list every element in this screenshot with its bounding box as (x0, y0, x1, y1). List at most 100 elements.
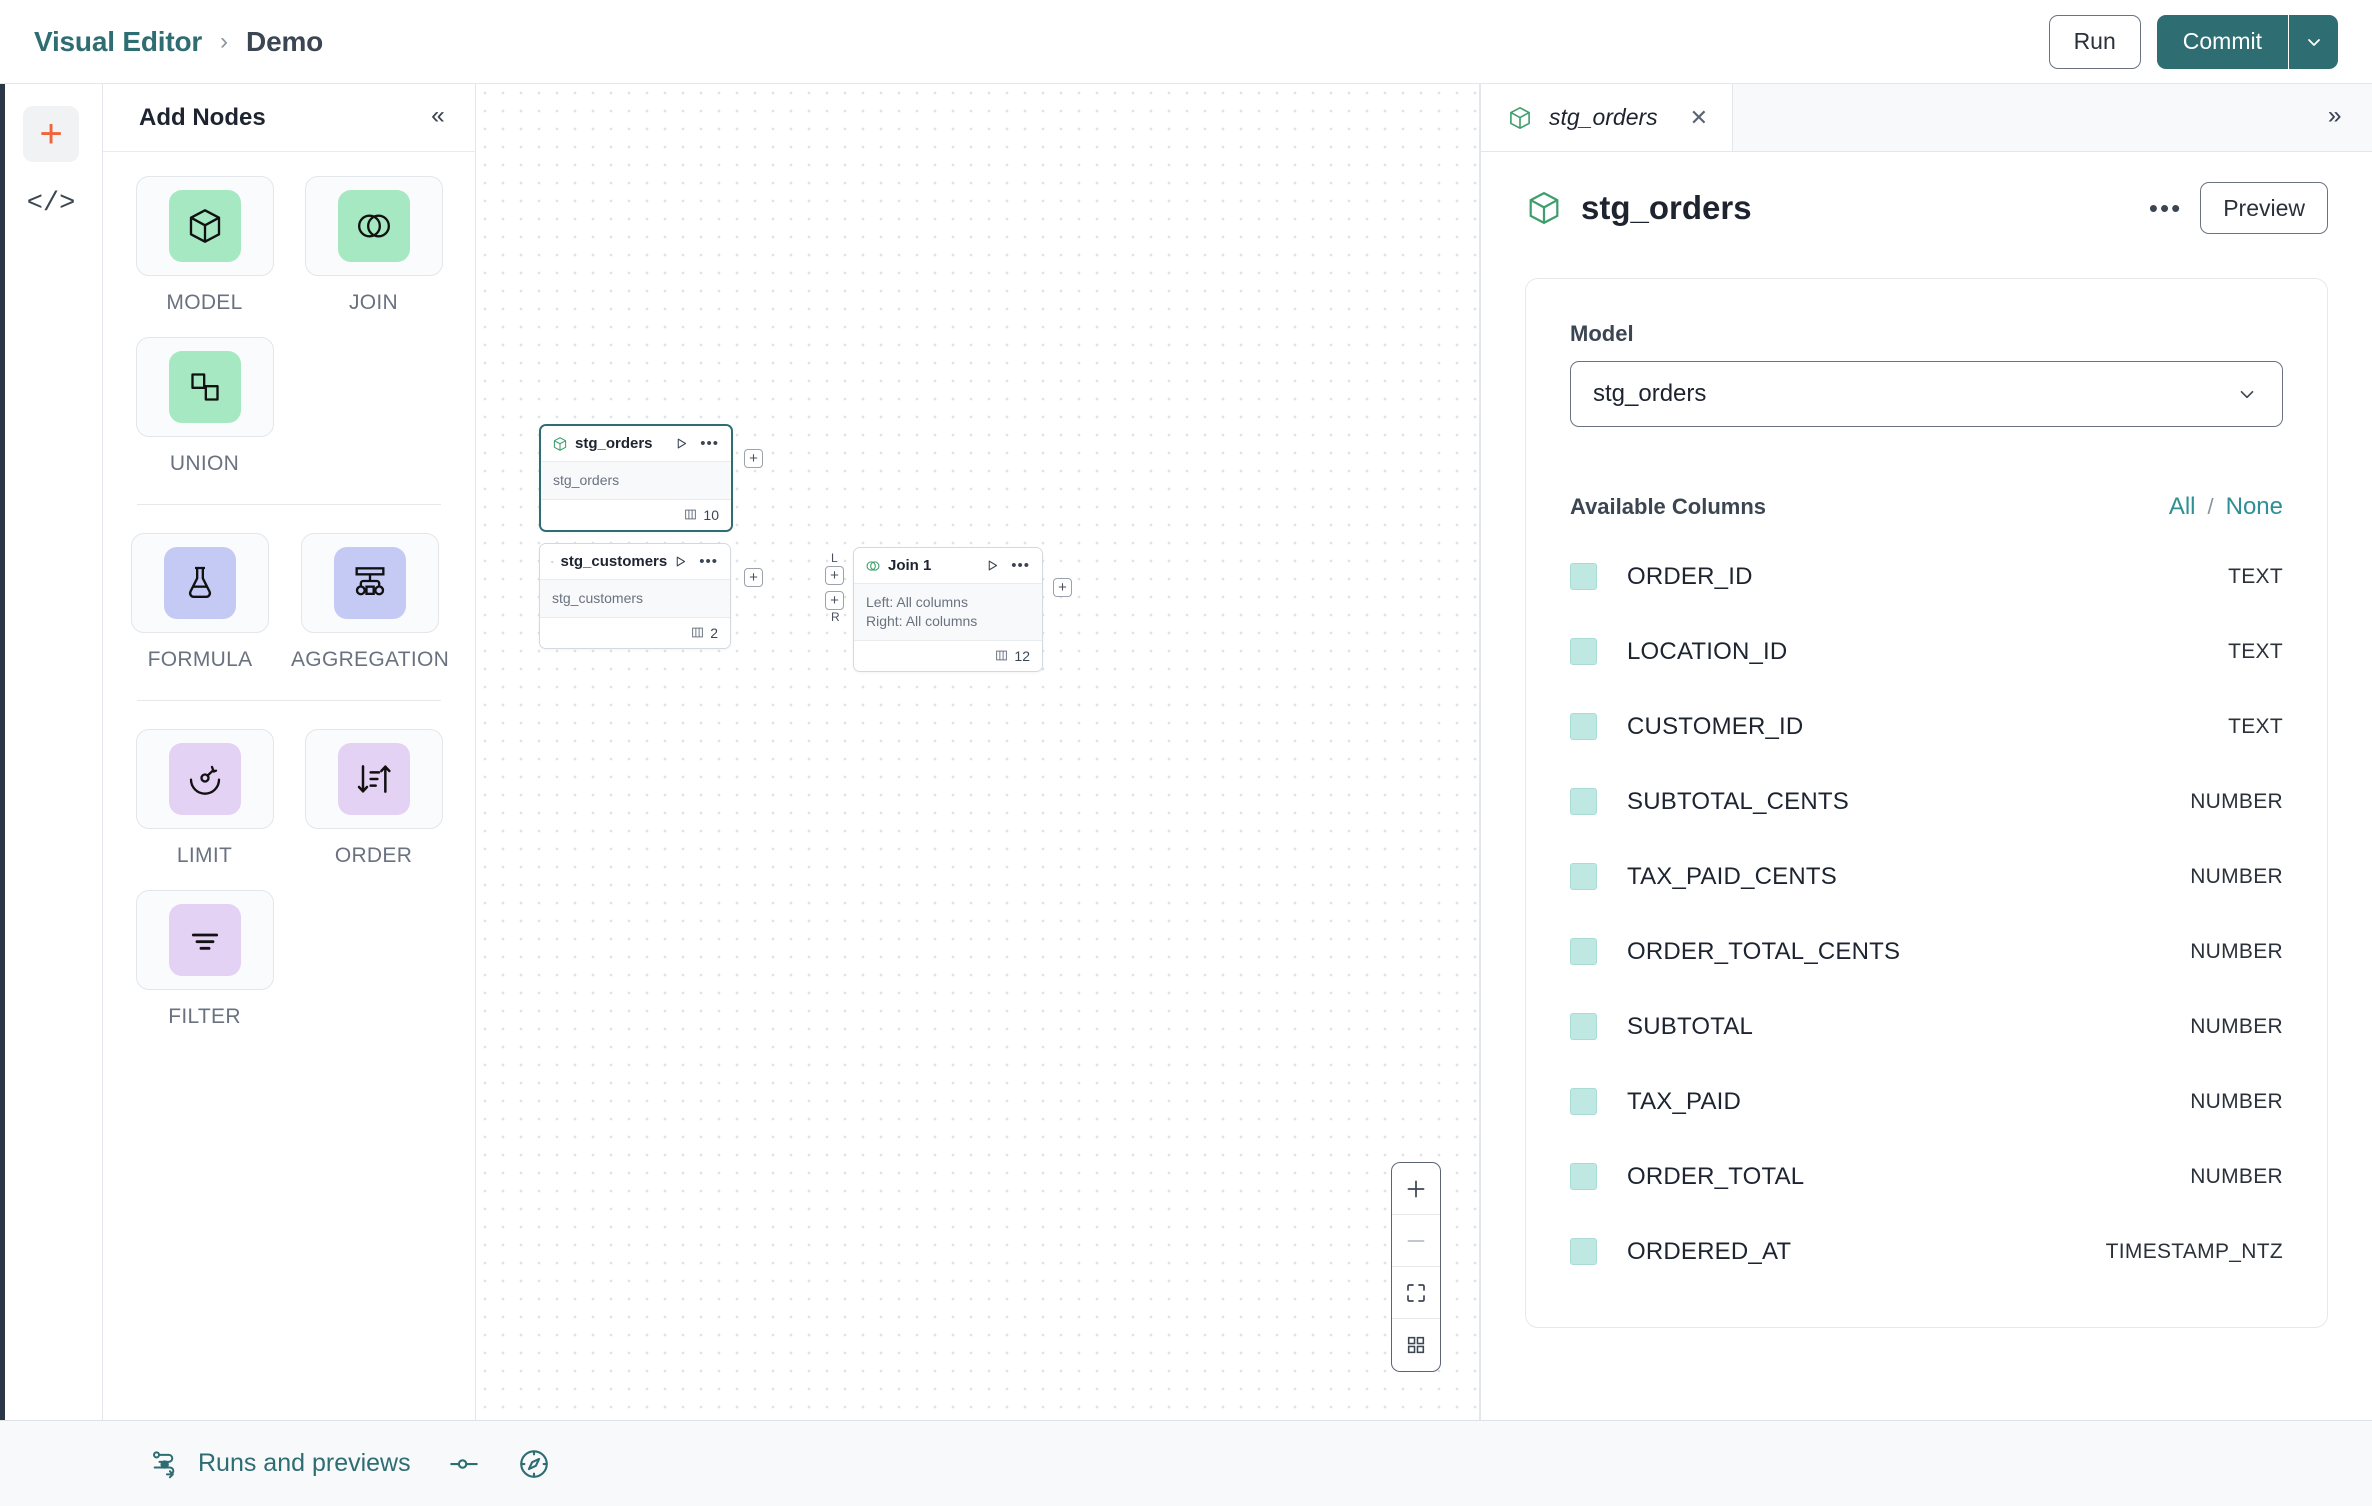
column-type: NUMBER (2190, 1164, 2283, 1188)
breadcrumb-root-link[interactable]: Visual Editor (34, 25, 203, 57)
zoom-in-button[interactable] (1392, 1163, 1440, 1215)
column-checkbox[interactable] (1570, 1163, 1597, 1190)
column-checkbox[interactable] (1570, 788, 1597, 815)
model-select[interactable]: stg_orders (1570, 361, 2283, 427)
column-name: ORDER_ID (1627, 562, 1753, 590)
node-card-formula[interactable]: FORMULA (131, 533, 269, 672)
preview-button[interactable]: Preview (2200, 182, 2328, 234)
column-checkbox[interactable] (1570, 563, 1597, 590)
node-label-filter: FILTER (168, 1005, 241, 1028)
runs-and-previews-button[interactable]: Runs and previews (148, 1448, 411, 1480)
node-card-limit[interactable]: LIMIT (135, 729, 274, 868)
zoom-out-button[interactable] (1392, 1215, 1440, 1267)
flow-node-stg-orders[interactable]: stg_orders ••• stg_orders 10 (539, 424, 763, 532)
column-checkbox[interactable] (1570, 1238, 1597, 1265)
column-row[interactable]: CUSTOMER_ID TEXT (1570, 689, 2283, 764)
details-scroll-area[interactable]: Model stg_orders Available Columns All /… (1481, 234, 2372, 1420)
close-icon[interactable]: ✕ (1689, 104, 1708, 130)
column-checkbox[interactable] (1570, 938, 1597, 965)
more-options-icon[interactable]: ••• (2148, 192, 2183, 223)
column-checkbox[interactable] (1570, 638, 1597, 665)
port-tag-right: R (831, 610, 840, 624)
rail-code-button[interactable]: </> (23, 176, 79, 232)
fit-view-button[interactable] (1392, 1267, 1440, 1319)
run-button[interactable]: Run (2048, 14, 2141, 69)
node-card-filter[interactable]: FILTER (135, 890, 274, 1029)
node-card-order[interactable]: ORDER (304, 729, 443, 868)
column-row[interactable]: SUBTOTAL NUMBER (1570, 989, 2283, 1064)
column-row[interactable]: ORDER_ID TEXT (1570, 539, 2283, 614)
compass-icon[interactable] (517, 1447, 551, 1481)
left-rail: + </> (0, 84, 103, 1420)
column-row[interactable]: ORDER_TOTAL NUMBER (1570, 1139, 2283, 1214)
main-body: + </> Add Nodes « (0, 84, 2372, 1420)
flow-node-header: Join 1 ••• (854, 548, 1042, 584)
flow-canvas[interactable]: stg_orders ••• stg_orders 10 (476, 84, 1480, 1420)
play-icon[interactable] (674, 555, 687, 568)
input-port-left[interactable]: + (825, 566, 844, 585)
collapse-panel-icon[interactable]: « (430, 104, 445, 131)
select-all-link[interactable]: All (2168, 493, 2196, 520)
rail-add-button[interactable]: + (23, 106, 79, 162)
flow-node-header: stg_customers ••• (540, 544, 730, 580)
flow-node-body: stg_orders (541, 462, 731, 500)
page-title: stg_orders (1581, 189, 1752, 226)
column-row[interactable]: ORDERED_AT TIMESTAMP_NTZ (1570, 1214, 2283, 1289)
input-port-right[interactable]: + (825, 591, 844, 610)
plus-icon: + (39, 112, 63, 156)
column-row[interactable]: ORDER_TOTAL_CENTS NUMBER (1570, 914, 2283, 989)
minimap-button[interactable] (1392, 1319, 1440, 1371)
node-tile-limit (135, 729, 274, 829)
node-tile-order (304, 729, 443, 829)
more-options-icon[interactable]: ••• (699, 552, 718, 570)
column-type: NUMBER (2190, 1014, 2283, 1038)
flow-node-stg-customers[interactable]: stg_customers ••• stg_customers 2 (539, 543, 763, 649)
flow-node-box[interactable]: Join 1 ••• Left: All columns Right: All … (853, 547, 1043, 672)
node-tile-union (135, 337, 274, 437)
chevron-down-icon (2240, 390, 2254, 399)
select-none-link[interactable]: None (2225, 493, 2283, 520)
flow-node-box[interactable]: stg_customers ••• stg_customers 2 (539, 543, 731, 649)
column-checkbox[interactable] (1570, 1088, 1597, 1115)
flow-icon (153, 1450, 175, 1478)
flow-node-join-1[interactable]: Join 1 ••• Left: All columns Right: All … (825, 547, 1072, 672)
flow-node-actions: ••• (674, 552, 718, 570)
column-type: NUMBER (2190, 789, 2283, 813)
node-card-model[interactable]: MODEL (135, 176, 274, 315)
expand-panel-icon[interactable]: » (2327, 104, 2342, 131)
flow-node-box[interactable]: stg_orders ••• stg_orders 10 (539, 424, 733, 532)
play-icon[interactable] (675, 437, 688, 450)
available-columns-header: Available Columns All / None (1570, 493, 2283, 521)
column-type: TEXT (2228, 564, 2283, 588)
node-card-union[interactable]: UNION (135, 337, 274, 476)
commit-button[interactable]: Commit (2156, 14, 2288, 69)
output-port-customers[interactable]: + (744, 568, 763, 587)
output-port-orders[interactable]: + (744, 449, 763, 468)
slider-icon[interactable] (447, 1447, 481, 1481)
column-row[interactable]: LOCATION_ID TEXT (1570, 614, 2283, 689)
columns-icon (996, 650, 1008, 661)
columns-icon (692, 628, 704, 638)
details-header: stg_orders ••• Preview (1481, 152, 2372, 234)
column-row[interactable]: SUBTOTAL_CENTS NUMBER (1570, 764, 2283, 839)
column-checkbox[interactable] (1570, 713, 1597, 740)
node-tile-formula (131, 533, 269, 633)
venn-icon (337, 190, 410, 262)
more-options-icon[interactable]: ••• (1011, 556, 1030, 574)
tab-stg-orders[interactable]: stg_orders ✕ (1481, 84, 1733, 151)
column-row[interactable]: TAX_PAID_CENTS NUMBER (1570, 839, 2283, 914)
column-name: TAX_PAID (1627, 1087, 1742, 1115)
column-checkbox[interactable] (1570, 1013, 1597, 1040)
columns-list: ORDER_ID TEXT LOCATION_ID TEXT CUSTOMER_… (1570, 539, 2283, 1289)
column-row[interactable]: TAX_PAID NUMBER (1570, 1064, 2283, 1139)
commit-dropdown-button[interactable] (2288, 14, 2338, 69)
fit-icon (1407, 1283, 1425, 1302)
column-checkbox[interactable] (1570, 863, 1597, 890)
node-card-aggregation[interactable]: AGGREGATION (291, 533, 449, 672)
node-card-join[interactable]: JOIN (304, 176, 443, 315)
flow-node-body-line: stg_orders (553, 472, 620, 488)
more-options-icon[interactable]: ••• (700, 434, 719, 452)
output-port-join[interactable]: + (1053, 578, 1072, 597)
play-icon[interactable] (986, 559, 999, 572)
